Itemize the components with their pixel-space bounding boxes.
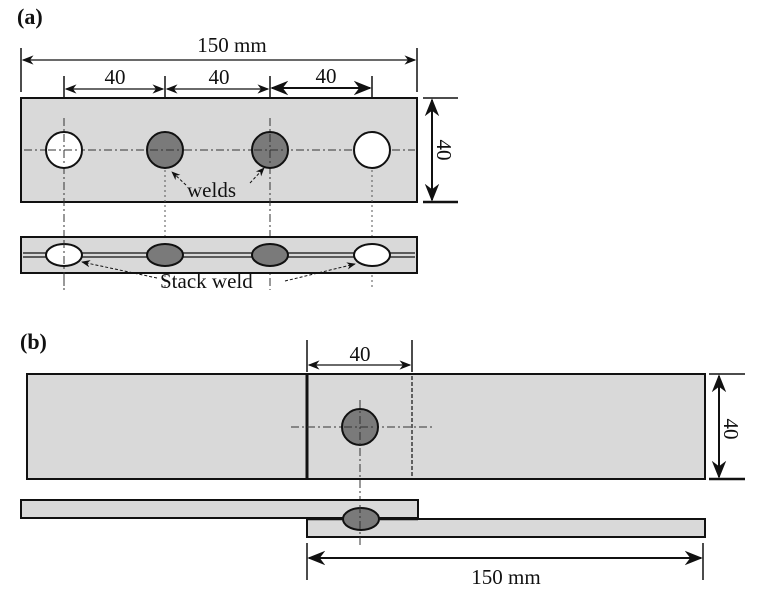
width-dimension-b: 40 xyxy=(709,373,745,481)
stack-weld-label: Stack weld xyxy=(160,269,253,293)
stack-weld-spot-4 xyxy=(353,131,391,169)
weld-section-b xyxy=(342,507,380,531)
spacing-label-1: 40 xyxy=(105,65,126,89)
stack-weld-arrow-2 xyxy=(284,262,356,282)
overall-length-dimension-a: 150 mm xyxy=(20,33,418,92)
panel-a: (a) 150 mm 40 40 40 xyxy=(17,4,458,293)
overlap-label: 40 xyxy=(350,342,371,366)
weld-spot-2 xyxy=(146,131,184,169)
lap-joint-side-view xyxy=(20,499,706,545)
stack-weld-arrow-1 xyxy=(81,260,158,279)
width-dimension-a: 40 xyxy=(423,97,458,204)
overall-length-label-a: 150 mm xyxy=(197,33,266,57)
welds-arrow-1 xyxy=(171,171,187,186)
welds-arrow-2 xyxy=(249,167,265,184)
spacing-label-2: 40 xyxy=(209,65,230,89)
panel-b-label: (b) xyxy=(20,329,47,354)
width-label-b: 40 xyxy=(719,419,743,440)
spacing-label-3: 40 xyxy=(316,64,337,88)
spacing-dimensions: 40 40 40 xyxy=(63,64,373,118)
weld-section-3 xyxy=(251,243,289,267)
weld-section-2 xyxy=(146,243,184,267)
stack-weld-section-4 xyxy=(353,243,391,267)
welds-label: welds xyxy=(187,178,236,202)
upper-strip xyxy=(20,499,419,519)
width-label-a: 40 xyxy=(432,140,456,161)
overall-length-dimension-b: 150 mm xyxy=(306,543,704,589)
overlap-dimension: 40 xyxy=(306,340,413,372)
panel-a-label: (a) xyxy=(17,4,43,29)
lower-strip xyxy=(306,518,706,538)
overall-length-label-b: 150 mm xyxy=(471,565,540,589)
panel-b: (b) 40 40 xyxy=(20,329,745,589)
